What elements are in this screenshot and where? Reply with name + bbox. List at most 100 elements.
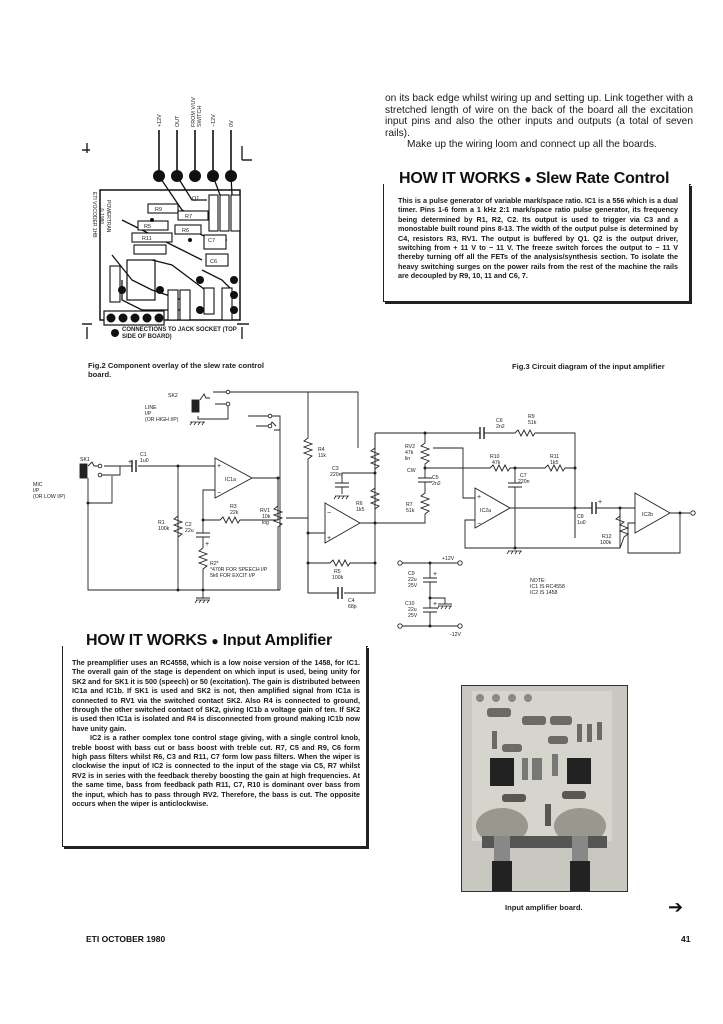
svg-text:47k: 47k xyxy=(405,450,414,456)
svg-text:R2*: R2* xyxy=(210,561,219,567)
paragraph: IC2 is a rather complex tone control sta… xyxy=(72,733,360,809)
svg-text:1u0: 1u0 xyxy=(577,520,586,526)
svg-text:22u: 22u xyxy=(185,528,194,534)
svg-text:Q1: Q1 xyxy=(192,196,199,202)
svg-text:NOTE:: NOTE: xyxy=(530,578,546,584)
pcb-photo-illustration xyxy=(462,686,627,891)
svg-text:220n: 220n xyxy=(518,479,530,485)
paragraph: The preamplifier uses an RC4558, which i… xyxy=(72,658,360,733)
svg-text:−: − xyxy=(327,510,331,517)
how-it-works-slew-rate: HOW IT WORKS ● Slew Rate Control This is… xyxy=(383,170,693,305)
heading-topic: Input Amplifier xyxy=(222,632,332,649)
svg-text:© 1980: © 1980 xyxy=(98,208,105,224)
svg-text:100k: 100k xyxy=(158,526,170,532)
svg-text:R1: R1 xyxy=(158,520,165,526)
svg-text:11k: 11k xyxy=(318,453,326,459)
svg-text:2n2: 2n2 xyxy=(496,424,505,430)
svg-text:R9: R9 xyxy=(528,414,535,420)
legend-text: CONNECTIONS TO JACK SOCKET (TOP SIDE OF … xyxy=(122,327,237,340)
svg-text:RV2: RV2 xyxy=(405,444,415,450)
svg-text:R12: R12 xyxy=(602,534,612,540)
svg-text:220n: 220n xyxy=(330,472,342,478)
svg-text:R3: R3 xyxy=(230,504,237,510)
input-amplifier-board-photo xyxy=(461,685,628,892)
svg-text:22u: 22u xyxy=(408,577,417,583)
svg-text:+12V: +12V xyxy=(442,556,455,562)
svg-text:C5: C5 xyxy=(432,475,439,481)
svg-text:C6: C6 xyxy=(496,418,503,424)
svg-text:+: + xyxy=(128,459,132,466)
svg-text:−: − xyxy=(477,521,481,528)
svg-text:+: + xyxy=(433,571,437,578)
svg-text:CW: CW xyxy=(407,468,416,474)
svg-text:+: + xyxy=(477,494,481,501)
svg-text:0V: 0V xyxy=(229,120,235,127)
svg-text:25V: 25V xyxy=(408,583,418,589)
svg-text:I/P: I/P xyxy=(33,488,40,494)
svg-text:POWERTRAN: POWERTRAN xyxy=(105,200,111,233)
svg-text:−12V: −12V xyxy=(211,114,217,127)
bullet-icon: ● xyxy=(524,172,532,186)
svg-text:5k6 FOR EXCIT I/P: 5k6 FOR EXCIT I/P xyxy=(210,573,256,579)
svg-text:1u0: 1u0 xyxy=(140,458,149,464)
svg-text:R5: R5 xyxy=(144,224,151,230)
svg-text:R11: R11 xyxy=(550,454,559,460)
svg-text:*470R FOR SPEECH I/P: *470R FOR SPEECH I/P xyxy=(210,567,268,573)
svg-text:lin: lin xyxy=(405,456,410,462)
schematic-drawing: +− −+ +− +++ ++ SK2 LINE I/P (OR HIGH I/… xyxy=(33,389,696,638)
svg-text:10k: 10k xyxy=(262,514,271,520)
svg-text:47k: 47k xyxy=(492,460,501,466)
svg-text:IC2b: IC2b xyxy=(642,512,653,518)
svg-text:51k: 51k xyxy=(528,420,537,426)
svg-text:SWITCH: SWITCH xyxy=(197,106,203,127)
section-heading: HOW IT WORKS ● Input Amplifier xyxy=(86,632,332,650)
svg-text:R9: R9 xyxy=(155,207,162,213)
svg-text:R6: R6 xyxy=(182,228,189,234)
svg-text:OUT: OUT xyxy=(175,115,181,127)
svg-text:100k: 100k xyxy=(600,540,612,546)
svg-text:C2: C2 xyxy=(185,522,192,528)
svg-text:51k: 51k xyxy=(406,508,415,514)
circuit-diagram: +− −+ +− +++ ++ SK2 LINE I/P (OR HIGH I/… xyxy=(30,388,700,648)
svg-text:LINE: LINE xyxy=(145,405,157,411)
svg-text:+: + xyxy=(327,535,331,542)
svg-text:100k: 100k xyxy=(332,575,344,581)
heading-prefix: HOW IT WORKS xyxy=(399,170,521,187)
paragraph: on its back edge whilst wiring up and se… xyxy=(385,93,693,139)
page-number: 41 xyxy=(681,934,691,944)
svg-text:+: + xyxy=(217,463,221,470)
paragraph: Make up the wiring loom and connect up a… xyxy=(407,139,657,151)
overlay-legend: CONNECTIONS TO JACK SOCKET (TOP SIDE OF … xyxy=(122,327,242,341)
fig2-caption: Fig.2 Component overlay of the slew rate… xyxy=(88,361,264,379)
heading-prefix: HOW IT WORKS xyxy=(86,632,208,649)
svg-text:C6: C6 xyxy=(210,259,217,265)
svg-text:C7: C7 xyxy=(520,473,527,479)
svg-text:2n2: 2n2 xyxy=(432,481,441,487)
svg-text:68p: 68p xyxy=(348,604,357,610)
svg-text:R5: R5 xyxy=(334,569,341,575)
svg-text:log: log xyxy=(262,520,269,526)
continue-arrow-icon: ➔ xyxy=(668,897,684,917)
svg-text:C4: C4 xyxy=(348,598,355,604)
svg-text:IC1 IS RC4558: IC1 IS RC4558 xyxy=(530,584,565,590)
svg-text:(OR LOW I/P): (OR LOW I/P) xyxy=(33,494,66,500)
svg-text:-12V: -12V xyxy=(450,632,461,638)
svg-text:−: − xyxy=(217,490,221,497)
svg-text:C7: C7 xyxy=(208,238,215,244)
svg-text:+: + xyxy=(598,499,602,506)
svg-text:C1: C1 xyxy=(140,452,147,458)
svg-text:C8: C8 xyxy=(577,514,584,520)
svg-text:C9: C9 xyxy=(408,571,415,577)
footer-magazine: ETI OCTOBER 1980 xyxy=(86,934,166,944)
how-it-works-input-amplifier: HOW IT WORKS ● Input Amplifier The pream… xyxy=(62,632,372,852)
section-text: This is a pulse generator of variable ma… xyxy=(398,196,678,281)
svg-text:R11: R11 xyxy=(142,236,152,242)
svg-text:+: + xyxy=(205,541,209,548)
svg-text:1k5: 1k5 xyxy=(550,460,558,466)
svg-text:RV1: RV1 xyxy=(260,508,270,514)
svg-text:(OR HIGH I/P): (OR HIGH I/P) xyxy=(145,417,179,423)
svg-text:IC2a: IC2a xyxy=(480,508,491,514)
svg-text:R7: R7 xyxy=(185,214,192,220)
